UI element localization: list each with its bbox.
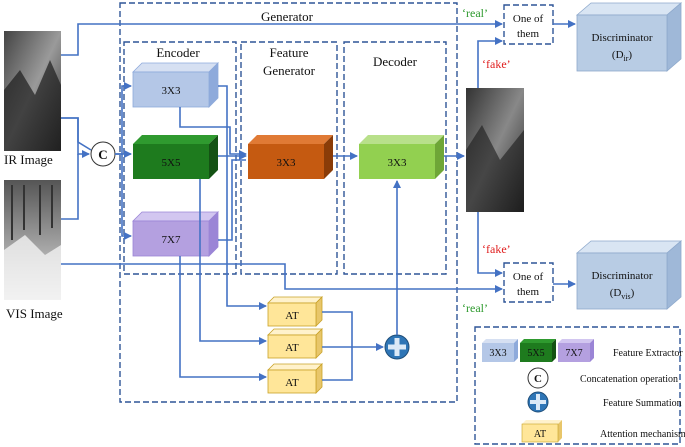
legend-attention: Attention mechanism <box>600 429 685 440</box>
one-of-them-top-line2: them <box>517 28 539 40</box>
label-fake-top: ‘fake’ <box>482 57 511 71</box>
connections <box>61 20 576 381</box>
legend-at-block <box>521 420 562 443</box>
encoder-title: Encoder <box>156 45 200 60</box>
arrow-vis-to-concat <box>61 154 79 220</box>
attention-block-3 <box>267 363 323 394</box>
label-real-bottom: ‘real’ <box>462 301 488 315</box>
decoder-block-label: 3X3 <box>388 157 407 169</box>
one-of-them-bottom-line2: them <box>517 286 539 298</box>
feature-generator-block <box>248 135 333 179</box>
legend-block-5x5 <box>520 339 556 362</box>
legend-block-5x5-label: 5X5 <box>527 348 544 359</box>
arrow-fused-to-top <box>477 37 503 88</box>
generator-box <box>119 2 458 403</box>
decoder-block <box>359 135 444 179</box>
arrow-vis-to-one-of-them <box>61 263 503 293</box>
decoder-box <box>343 41 447 275</box>
arrow-fused-to-bottom <box>477 212 503 277</box>
encoder-block-5x5-label: 5X5 <box>162 157 181 169</box>
legend-concatenation: Concatenation operation <box>580 374 678 385</box>
ir-image-label: IR Image <box>4 152 53 167</box>
legend-block-3x3 <box>482 339 518 362</box>
attention-block-1 <box>267 296 323 327</box>
feature-generator-title-1: Feature <box>270 45 309 60</box>
feature-generator-title-2: Generator <box>263 63 316 78</box>
ir-image <box>4 31 61 151</box>
one-of-them-bottom <box>503 262 554 303</box>
decoder-title: Decoder <box>373 54 418 69</box>
legend-summation-icon <box>527 391 549 413</box>
legend-block-7x7 <box>558 339 594 362</box>
attention-block-2-label: AT <box>285 342 299 354</box>
encoder-block-3x3 <box>132 62 219 108</box>
legend-at-label: AT <box>534 429 546 440</box>
legend-feature-extractor: Feature Extractor <box>613 348 683 359</box>
arrow-7x7-to-at3 <box>179 256 267 381</box>
arrow-concat-to-7x7 <box>121 154 132 240</box>
discriminator-ir-line2: (Dir) <box>612 49 633 63</box>
label-fake-bottom: ‘fake’ <box>482 242 511 256</box>
arrow-7x7-to-fg <box>218 159 246 241</box>
arrow-3x3-to-fg <box>179 107 247 158</box>
legend-concat-symbol: C <box>534 373 542 385</box>
legend-box <box>474 326 681 445</box>
discriminator-vis-line2: (Dvis) <box>610 287 635 301</box>
concat-symbol: C <box>98 147 107 162</box>
arrow-ir-to-concat <box>61 117 92 151</box>
arrow-concat-to-3x3 <box>115 82 132 155</box>
encoder-block-5x5 <box>133 135 218 179</box>
arrow-3x3-to-at1 <box>218 85 267 310</box>
attention-block-2 <box>267 328 323 359</box>
legend-concat-icon <box>527 367 549 389</box>
arrow-5x5-to-at2 <box>199 179 267 345</box>
one-of-them-top-line1: One of <box>513 13 544 25</box>
legend-summation: Feature Summation <box>603 398 682 409</box>
encoder-block-7x7 <box>132 211 219 257</box>
label-real-top: ‘real’ <box>462 6 488 20</box>
vis-image-label: VIS Image <box>6 306 63 321</box>
legend-block-7x7-label: 7X7 <box>565 348 582 359</box>
arrow-at-to-sum <box>322 311 384 351</box>
encoder-block-7x7-label: 7X7 <box>162 234 181 246</box>
legend-block-3x3-label: 3X3 <box>489 348 506 359</box>
attention-block-3-label: AT <box>285 377 299 389</box>
discriminator-vis-line1: Discriminator <box>591 270 652 282</box>
discriminator-ir-line1: Discriminator <box>591 32 652 44</box>
discriminator-ir <box>575 2 683 72</box>
feature-generator-block-label: 3X3 <box>277 157 296 169</box>
arrow-ir-to-one-of-them <box>61 20 503 56</box>
generator-title: Generator <box>261 9 314 24</box>
discriminator-vis <box>575 240 683 310</box>
feature-summation-icon <box>384 334 410 360</box>
fused-image <box>466 88 524 212</box>
attention-block-1-label: AT <box>285 310 299 322</box>
encoder-block-3x3-label: 3X3 <box>162 85 181 97</box>
vis-image <box>4 180 61 300</box>
one-of-them-bottom-line1: One of <box>513 271 544 283</box>
